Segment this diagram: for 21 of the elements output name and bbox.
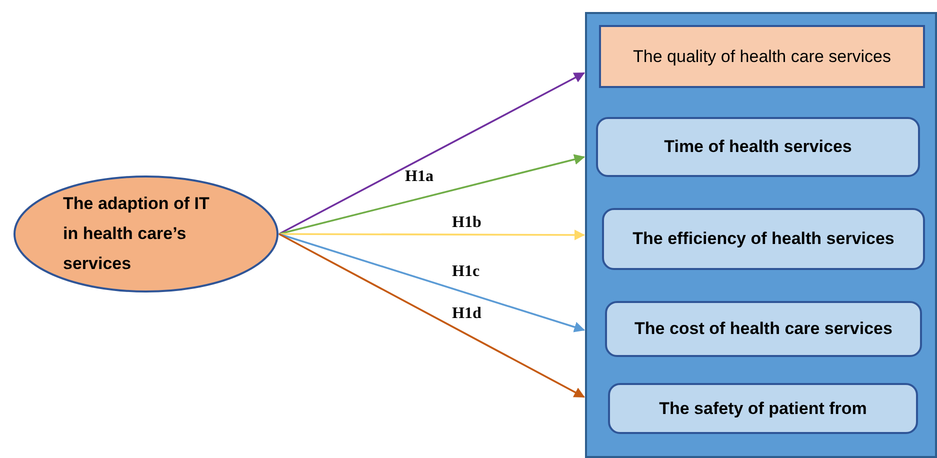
node-text: The quality of health care services [633,46,891,68]
node-text: Time of health services [664,136,852,158]
node-text: The safety of patient from [659,398,867,420]
outcome-box [596,117,920,177]
arrow [279,230,586,240]
outcome-box [599,25,925,88]
hypothesis-label: H1c [452,263,480,281]
outcome-box [602,208,925,270]
node-text: The cost of health care services [634,318,892,340]
hypothesis-label: H1d [452,305,482,323]
arrow [278,233,585,398]
node-text: The efficiency of health services [632,228,894,250]
outcome-box [605,301,922,357]
hypothesis-label: H1b [452,214,482,232]
node-text: The adaption of IT in health care’s services [63,193,210,275]
arrow [278,154,586,235]
outcome-box [608,383,918,434]
outcome-panel [585,12,937,458]
arrow [278,233,586,332]
hypothesis-label: H1a [405,168,434,186]
arrow [278,72,585,235]
